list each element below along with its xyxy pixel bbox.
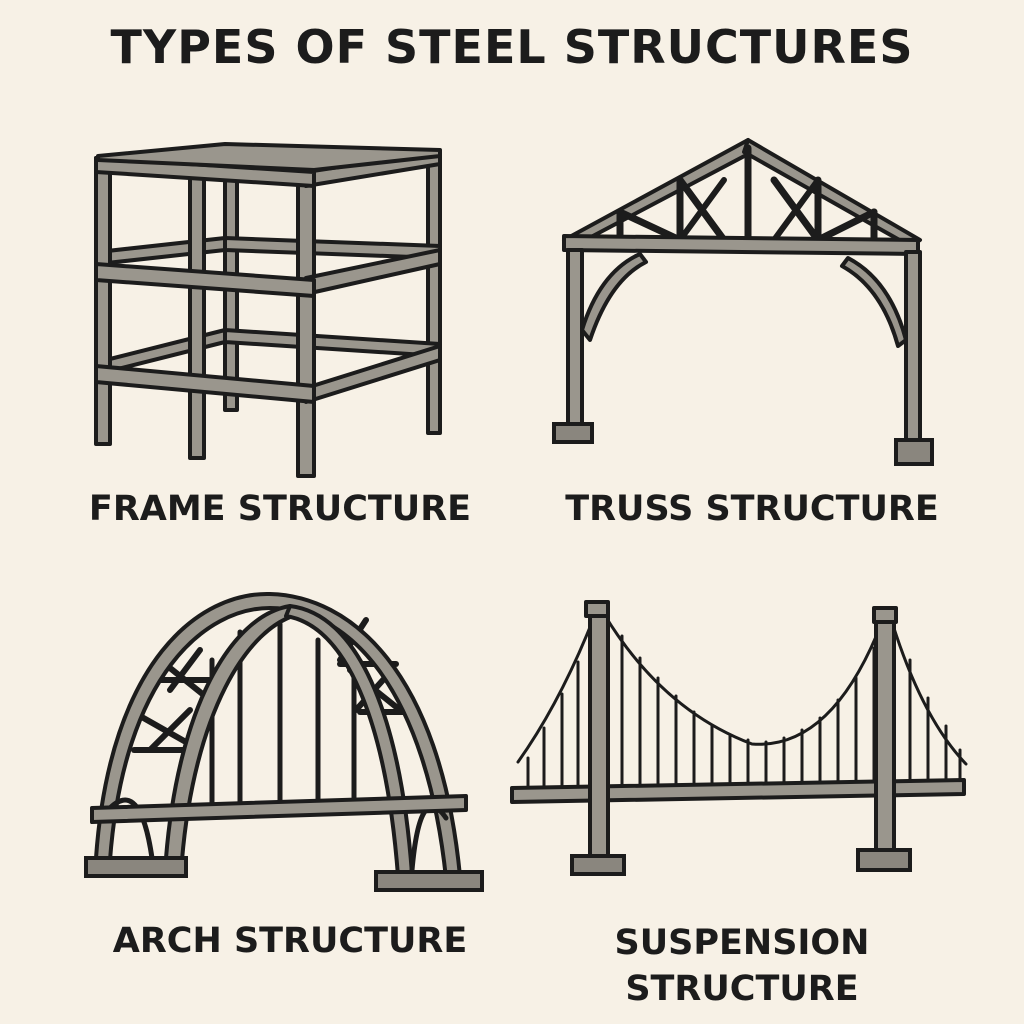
page-title: TYPES OF STEEL STRUCTURES <box>110 20 914 74</box>
truss-structure-icon <box>552 138 934 466</box>
panel-arch-structure: ARCH STRUCTURE <box>0 540 512 1024</box>
frame-structure-icon <box>94 142 442 478</box>
panel-suspension-structure: SUSPENSION STRUCTURE <box>510 540 1024 1024</box>
truss-structure-label: TRUSS STRUCTURE <box>565 489 939 529</box>
arch-structure-label: ARCH STRUCTURE <box>112 921 468 961</box>
arch-structure-icon <box>84 591 484 892</box>
suspension-structure-icon <box>510 600 968 876</box>
panel-frame-structure: FRAME STRUCTURE <box>0 0 512 540</box>
frame-structure-label: FRAME STRUCTURE <box>88 489 472 529</box>
suspension-structure-label: SUSPENSION STRUCTURE <box>614 923 870 1009</box>
panel-truss-structure: TRUSS STRUCTURE <box>512 0 1024 540</box>
